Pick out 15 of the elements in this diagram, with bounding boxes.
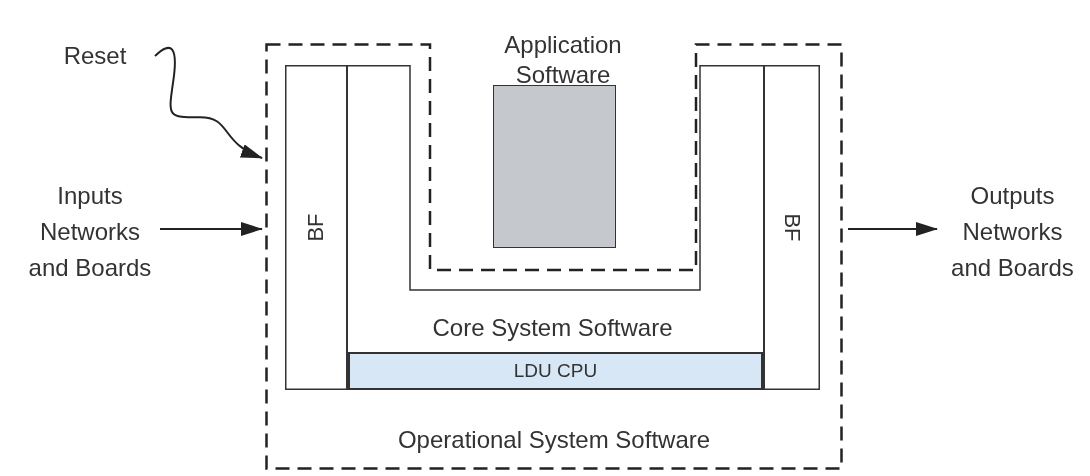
label-text: BF [302,213,329,242]
label-text: BF [779,213,806,242]
label-text: Reset [63,41,127,71]
label-text: Inputs Networks and Boards [27,181,153,283]
label-text: Operational System Software [397,425,711,455]
arrow [847,222,938,236]
arrow [159,222,263,236]
label-text: Outputs Networks and Boards [950,181,1075,283]
arrow [154,46,263,159]
label-text: LDU CPU [513,358,598,383]
label-text: Application Software [503,30,623,90]
processor-bar [348,352,763,390]
solid-outline-block [285,65,820,390]
label-text: Core System Software [432,313,673,343]
filled-rectangle [493,85,616,248]
